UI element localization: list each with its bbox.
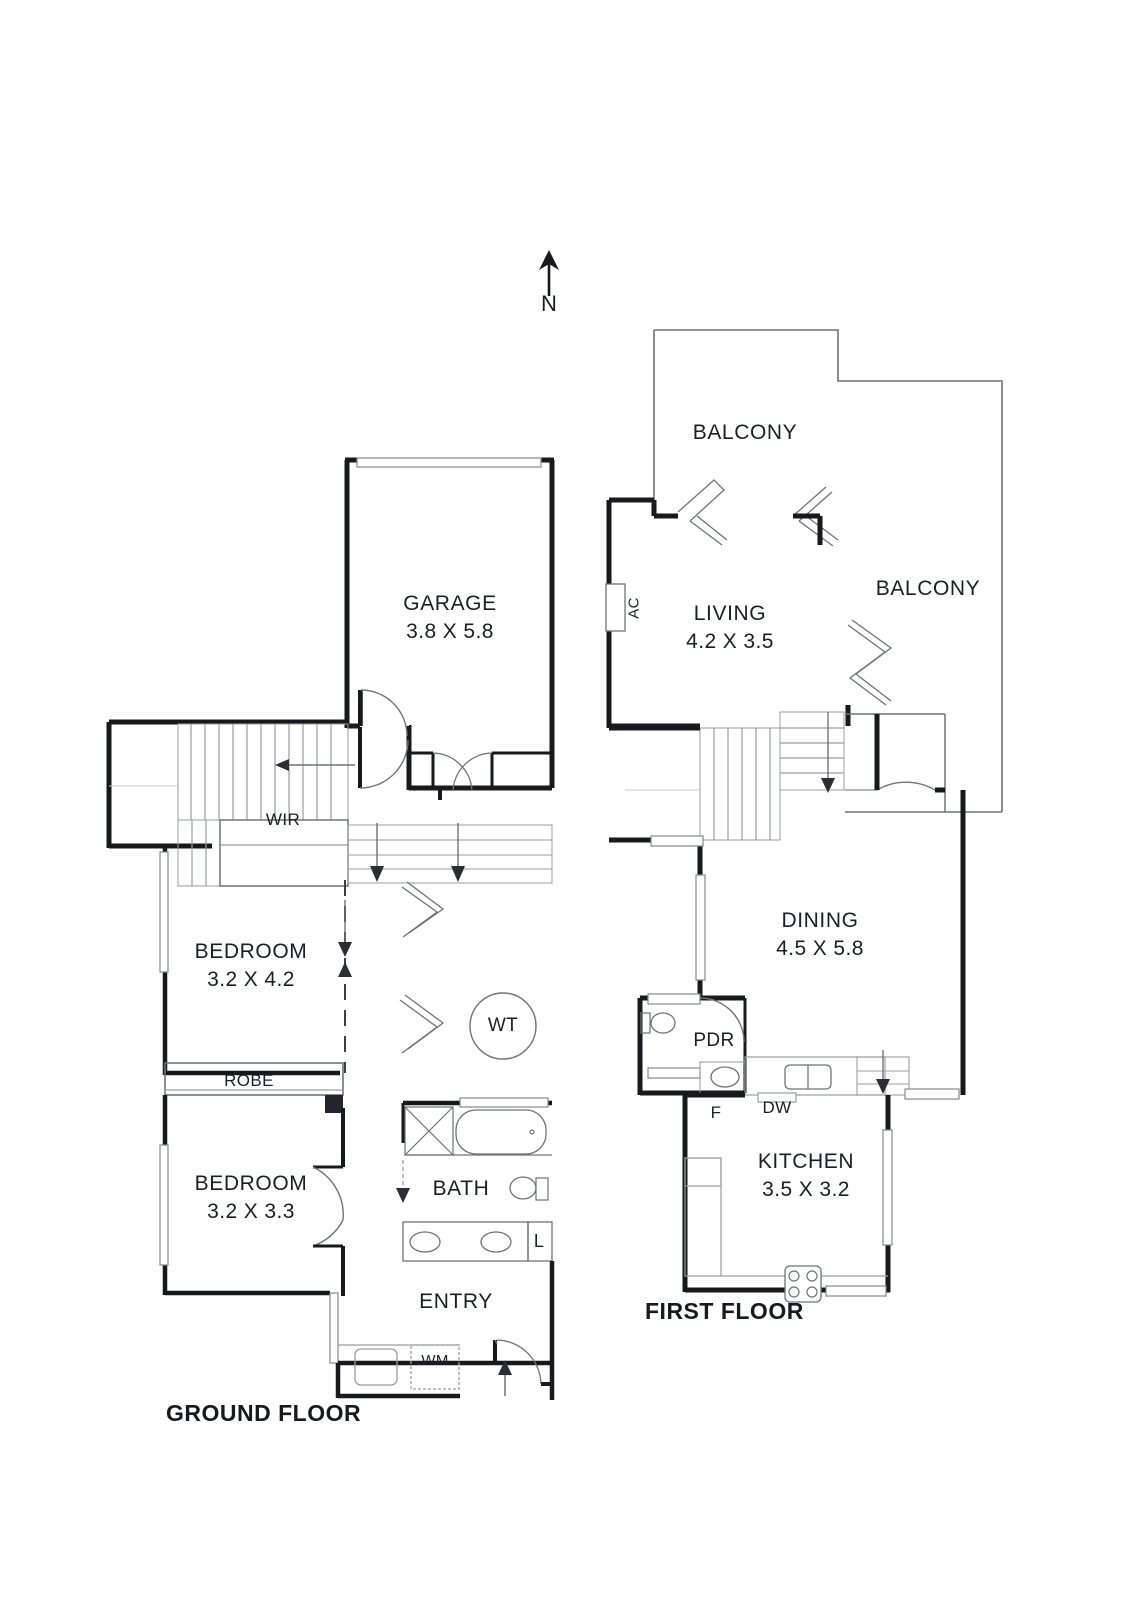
cooktop [784, 1265, 822, 1303]
pdr-toilet [650, 1012, 676, 1034]
bedroom1-walls [159, 846, 346, 1076]
garage-entry-door[interactable] [358, 689, 409, 789]
room-label-entry: ENTRY [419, 1288, 493, 1316]
kitchen-window-east [882, 1129, 893, 1246]
dining-name: DINING [781, 909, 859, 932]
washing-machine [410, 1344, 460, 1390]
pdr-window-top [647, 993, 701, 1005]
ground-down-stair-treads [347, 823, 553, 884]
balcony-north-label: BALCONY [692, 421, 798, 444]
bedroom1-name: BEDROOM [194, 940, 308, 963]
kitchen-name: KITCHEN [757, 1150, 855, 1173]
room-label-dining: DINING 4.5 X 5.8 [776, 907, 864, 962]
pdr-window-bottom [647, 1067, 701, 1079]
air-conditioner-unit [605, 583, 626, 632]
garage-name: GARAGE [403, 592, 497, 615]
pdr-room [637, 993, 747, 1096]
living-dims: 4.2 X 3.5 [686, 629, 774, 653]
living-name: LIVING [693, 602, 767, 625]
linen-label: L [533, 1231, 545, 1251]
wall-pier [325, 1095, 343, 1113]
room-label-garage: GARAGE 3.8 X 5.8 [403, 590, 496, 645]
kitchen-dims: 3.5 X 3.2 [762, 1177, 850, 1201]
room-label-bedroom-2: BEDROOM 3.2 X 3.3 [195, 1170, 308, 1225]
bedroom1-passage-arrows [338, 900, 352, 977]
balcony-outline [653, 329, 1003, 813]
dishwasher-front [757, 1092, 797, 1103]
kitchen-walls [682, 1092, 893, 1303]
room-label-living: LIVING 4.2 X 3.5 [686, 600, 774, 655]
robe-label: ROBE [224, 1071, 274, 1090]
vanity [402, 1221, 529, 1262]
water-tank-label: WT [487, 1015, 519, 1036]
first-floor-plan [605, 329, 1003, 1303]
pdr-door-swing [699, 997, 745, 1043]
void-zigzag-upper [401, 881, 445, 938]
entry-walls [335, 1261, 555, 1400]
dishwasher-label: DW [762, 1098, 792, 1117]
dining-walls [609, 790, 966, 1095]
linen-cupboard [527, 1221, 553, 1262]
room-label-bath: BATH [433, 1175, 490, 1203]
kitchen-window-south [825, 1285, 887, 1297]
bedroom2-door[interactable] [312, 1165, 344, 1248]
bedroom2-window [159, 1144, 169, 1266]
bedroom2-dims: 3.2 X 3.3 [207, 1199, 295, 1223]
entry-side-window [329, 1292, 339, 1364]
entry-name: ENTRY [419, 1290, 493, 1313]
bath-fixtures [396, 1097, 553, 1262]
bedroom1-dims: 3.2 X 4.2 [207, 967, 295, 991]
first-floor-title: FIRST FLOOR [645, 1298, 804, 1324]
room-label-bedroom-1: BEDROOM 3.2 X 4.2 [195, 938, 308, 993]
ground-staircase [109, 723, 355, 887]
first-landing-cupboard [845, 713, 946, 812]
bath-window [459, 1097, 549, 1108]
kitchen-bench-top [744, 1050, 960, 1103]
hall-double-doors[interactable] [409, 751, 552, 792]
living-walls [605, 497, 700, 729]
north-label: N [541, 291, 557, 316]
robe-closet [164, 1062, 344, 1113]
bath-name: BATH [432, 1177, 490, 1200]
bedroom1-window [159, 851, 169, 973]
room-label-kitchen: KITCHEN 3.5 X 3.2 [758, 1148, 854, 1203]
fridge-label: F [710, 1103, 722, 1122]
dining-dims: 4.5 X 5.8 [776, 936, 864, 960]
bedroom2-name: BEDROOM [194, 1172, 308, 1195]
water-tank-symbol [469, 992, 537, 1060]
garage-door-panel [356, 457, 542, 468]
living-east-zigzag-door[interactable] [845, 619, 893, 726]
balcony-east-label: BALCONY [875, 577, 981, 600]
north-arrow-icon [539, 250, 559, 296]
landing-door-swing [876, 781, 936, 791]
kitchen-window-upper [904, 1088, 960, 1100]
landing-window [650, 835, 704, 847]
laundry-tub [354, 1348, 398, 1386]
garage-dims: 3.8 X 5.8 [406, 619, 494, 643]
toilet [509, 1176, 537, 1200]
dining-window [695, 874, 706, 981]
first-staircase [609, 711, 845, 841]
ground-floor-plan [106, 457, 555, 1400]
bathtub [455, 1109, 547, 1155]
pdr-basin [710, 1066, 740, 1088]
fridge-recess [684, 1157, 722, 1187]
void-zigzag-lower [399, 994, 445, 1054]
ground-floor-title: GROUND FLOOR [166, 1400, 362, 1426]
balcony-bifold-doors-north[interactable] [677, 479, 839, 547]
pdr-label: PDR [693, 1030, 735, 1051]
wir-label: WIR [265, 810, 301, 829]
bedroom2-walls [159, 1095, 345, 1364]
garage-walls [344, 457, 555, 788]
ac-label: AC [625, 597, 643, 619]
washing-machine-label: WM [421, 1352, 449, 1369]
